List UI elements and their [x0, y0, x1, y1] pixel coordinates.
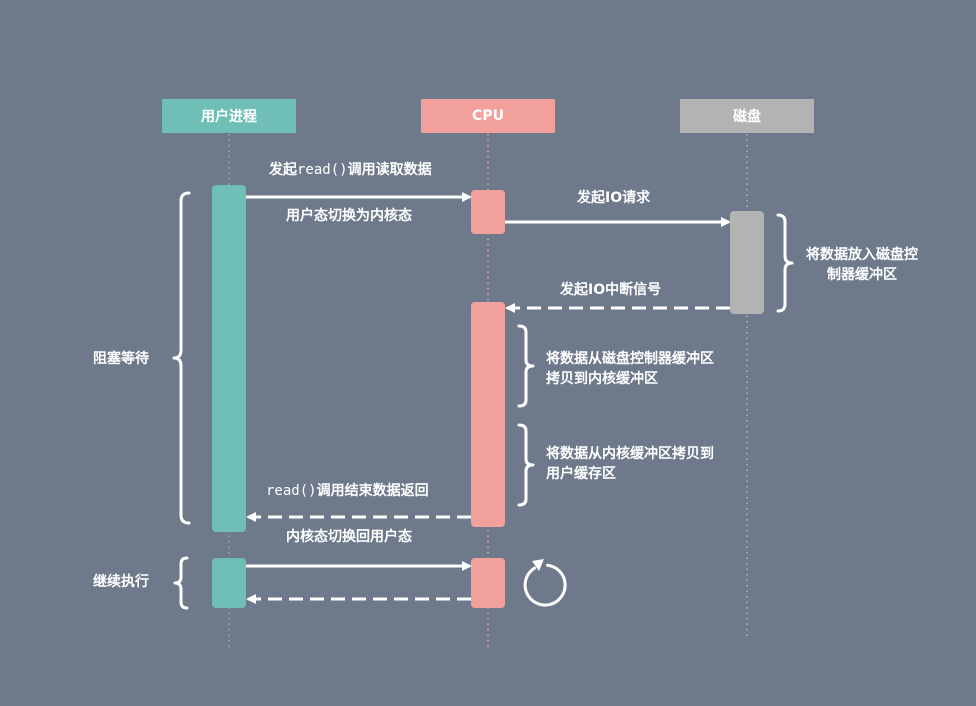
activation-user-continue: [212, 558, 246, 608]
participant-disk: 磁盘: [680, 99, 814, 133]
message-read-return-suffix: 调用结束数据返回: [316, 483, 429, 499]
activation-cpu-copy: [471, 302, 505, 527]
brace-continue: [173, 556, 189, 610]
brace-copy-kernel: [517, 324, 535, 408]
brace-disk-buffer: [776, 213, 794, 313]
message-user-to-kernel: 用户态切换为内核态: [286, 208, 412, 224]
message-read-call-suffix: 调用读取数据: [347, 162, 432, 178]
participant-cpu-label: CPU: [472, 108, 504, 124]
message-read-return: read()调用结束数据返回: [266, 481, 429, 501]
message-io-request: 发起IO请求: [577, 190, 651, 206]
participant-disk-label: 磁盘: [733, 109, 761, 125]
participant-cpu: CPU: [421, 99, 555, 133]
message-read-call-prefix: 发起: [269, 162, 297, 178]
message-read-call-code: read(): [297, 162, 348, 178]
participant-user-process: 用户进程: [162, 99, 296, 133]
brace-copy-user: [517, 423, 535, 507]
activation-cpu-continue: [471, 558, 505, 608]
message-io-interrupt: 发起IO中断信号: [560, 282, 662, 298]
activation-disk: [730, 211, 764, 314]
message-kernel-to-user: 内核态切换回用户态: [286, 529, 412, 545]
activation-cpu-switch: [471, 190, 505, 234]
participant-user-process-label: 用户进程: [201, 109, 257, 125]
message-read-call: 发起read()调用读取数据: [269, 160, 432, 180]
refresh-cycle-icon: [523, 559, 567, 607]
message-read-return-code: read(): [266, 483, 317, 499]
note-copy-to-user: 将数据从内核缓冲区拷贝到用户缓存区: [546, 446, 714, 482]
brace-blocked: [172, 191, 191, 525]
note-disk-buffer: 将数据放入磁盘控制器缓冲区: [806, 247, 918, 283]
note-copy-to-kernel: 将数据从磁盘控制器缓冲区拷贝到内核缓冲区: [546, 351, 714, 387]
phase-continue: 继续执行: [93, 574, 149, 590]
phase-blocked: 阻塞等待: [93, 351, 149, 367]
activation-user-blocked: [212, 185, 246, 532]
